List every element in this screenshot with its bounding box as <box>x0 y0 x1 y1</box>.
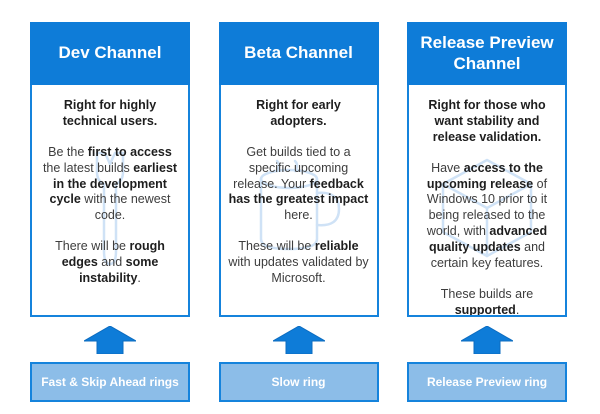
up-arrow-icon <box>84 325 136 354</box>
body-paragraph: Right for highly technical users. <box>62 98 158 128</box>
column-dev-channel: Dev Channel Right for highly technical u… <box>30 22 190 402</box>
mug-watermark-icon <box>259 159 340 251</box>
cube-watermark-icon <box>441 158 533 258</box>
ring-label-fast-skip-ahead: Fast & Skip Ahead rings <box>30 362 190 402</box>
dev-channel-body: Right for highly technical users. Be the … <box>30 85 190 317</box>
ring-label-release-preview: Release Preview ring <box>407 362 567 402</box>
release-preview-channel-body: Right for those who want stability and r… <box>407 85 567 317</box>
body-paragraph: Be the first to access the latest builds… <box>42 144 178 223</box>
up-arrow-icon <box>461 325 513 354</box>
up-arrow-icon <box>272 325 325 354</box>
body-paragraph: Right for early adopters. <box>256 98 341 128</box>
release-preview-channel-header: Release Preview Channel <box>407 22 567 85</box>
body-paragraph: Right for those who want stability and r… <box>428 98 546 144</box>
up-arrow-dev <box>30 317 190 362</box>
beta-channel-body: Right for early adopters. Get builds tied… <box>218 85 379 317</box>
body-paragraph: These will be reliable with updates vali… <box>228 239 369 285</box>
column-release-preview-channel: Release Preview Channel Right for those … <box>407 22 567 402</box>
dev-channel-header: Dev Channel <box>30 22 190 85</box>
up-arrow-beta <box>219 317 379 362</box>
up-arrow-release-preview <box>407 317 567 362</box>
body-paragraph: These builds are supported. <box>440 286 534 317</box>
ring-label-slow: Slow ring <box>218 362 379 402</box>
beta-channel-header: Beta Channel <box>218 22 379 85</box>
column-beta-channel: Beta Channel Right for early adopters. Ge… <box>218 22 379 402</box>
body-paragraph: There will be rough edges and some insta… <box>55 239 165 285</box>
wrench-watermark-icon <box>95 151 125 266</box>
body-paragraph: Get builds tied to a specific upcoming r… <box>228 144 369 223</box>
body-paragraph: Have access to the upcoming release of W… <box>426 160 548 270</box>
